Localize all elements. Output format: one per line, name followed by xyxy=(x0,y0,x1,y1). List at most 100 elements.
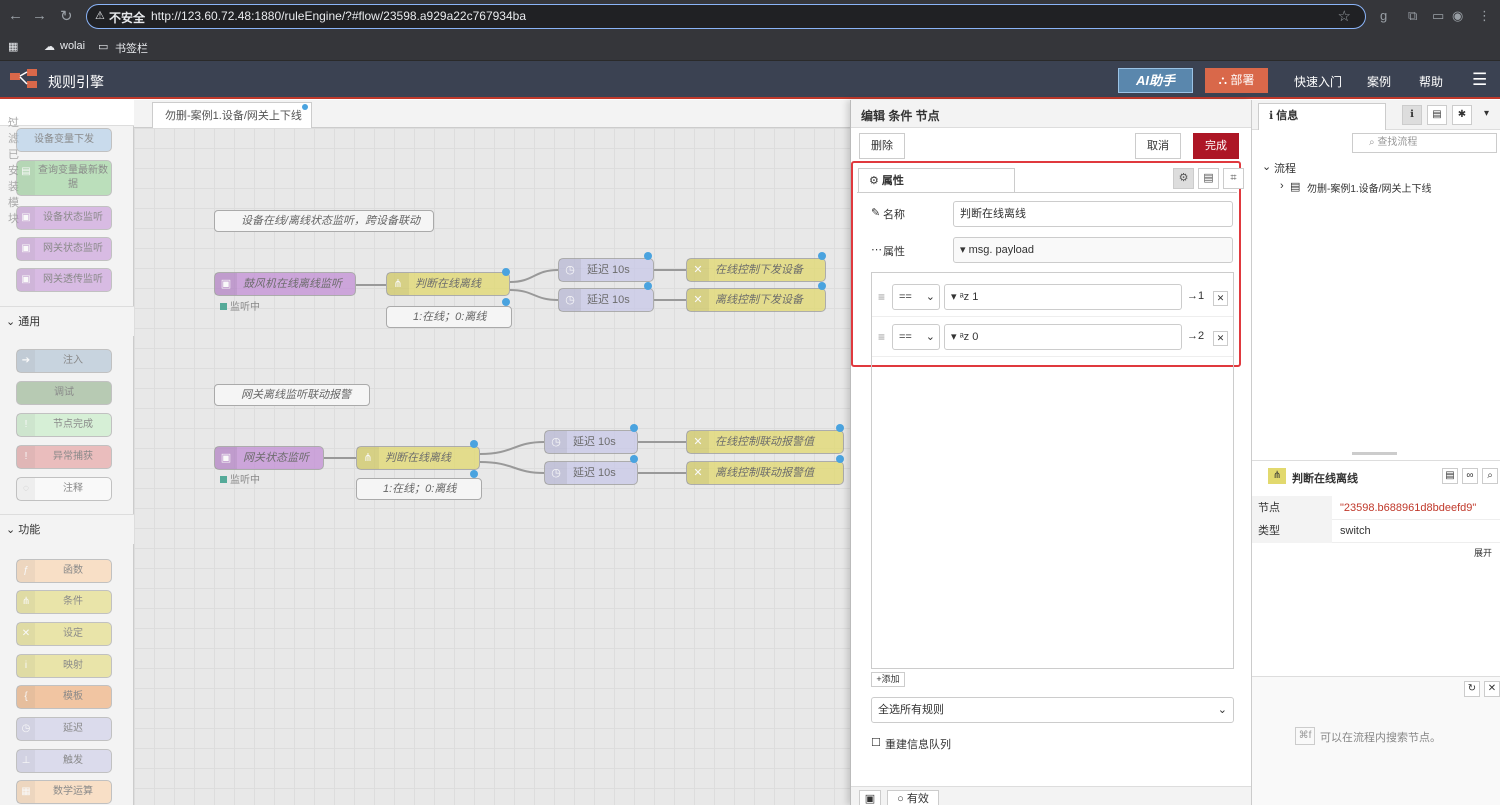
output-port[interactable] xyxy=(470,470,478,478)
comment-node-1[interactable]: 设备在线/离线状态监听，跨设备联动 xyxy=(214,210,434,232)
apps-icon[interactable]: ▦ xyxy=(8,41,19,53)
extension-g-icon[interactable]: g xyxy=(1380,8,1388,23)
tab-properties[interactable]: ⚙ 属性 xyxy=(858,168,1015,193)
rule-value-input[interactable]: ▾ ᵃz 1 xyxy=(944,284,1182,310)
reload-icon[interactable]: ↻ xyxy=(60,8,73,25)
expand-toggle[interactable]: 展开 xyxy=(1474,548,1493,558)
book-icon[interactable]: ▤ xyxy=(1427,105,1447,125)
palette-node-query-var[interactable]: ▤查询变量最新数据 xyxy=(16,160,112,196)
flow-canvas[interactable]: 设备在线/离线状态监听，跨设备联动 ▣鼓风机在线离线监听 监听中 ⋔判断在线离线… xyxy=(134,128,850,805)
address-bar[interactable]: ⚠ 不安全 http://123.60.72.48:1880/ruleEngin… xyxy=(86,4,1366,29)
output-port[interactable] xyxy=(630,455,638,463)
palette-node-math[interactable]: ▦数学运算 xyxy=(16,780,112,804)
window-icon[interactable]: ▭ xyxy=(1432,8,1445,23)
chevron-down-icon[interactable]: ⌄ xyxy=(1262,161,1272,173)
palette-node-complete[interactable]: !节点完成 xyxy=(16,413,112,437)
node-offline-control[interactable]: ✕离线控制下发设备 xyxy=(686,288,826,312)
drag-handle-icon[interactable]: ≡ xyxy=(878,290,886,304)
palette-node-change[interactable]: ✕设定 xyxy=(16,622,112,646)
comment-switch-note-1[interactable]: 1:在线；0:离线 xyxy=(386,306,512,328)
profile-icon[interactable]: ◉ xyxy=(1452,8,1464,23)
palette-node-comment[interactable]: ◌注释 xyxy=(16,477,112,501)
output-port[interactable] xyxy=(836,455,844,463)
property-input[interactable]: ▾ msg. payload xyxy=(953,237,1233,263)
tab-info[interactable]: ℹ 信息 xyxy=(1258,103,1386,130)
deploy-button[interactable]: ⛬ 部署 xyxy=(1205,68,1268,93)
output-port[interactable] xyxy=(502,298,510,306)
palette-category-common[interactable]: ⌄ 通用 xyxy=(0,306,134,336)
node-online-alarm[interactable]: ✕在线控制联动报警值 xyxy=(686,430,844,454)
output-port[interactable] xyxy=(630,424,638,432)
star-icon[interactable]: ☆ xyxy=(1337,8,1351,25)
delete-button[interactable]: 删除 xyxy=(859,133,905,159)
cancel-button[interactable]: 取消 xyxy=(1135,133,1181,159)
book-icon[interactable]: ▤ xyxy=(1442,468,1458,484)
palette-node-device-var-send[interactable]: 设备变量下发 xyxy=(16,128,112,152)
link-icon[interactable]: ∞ xyxy=(1462,468,1478,484)
output-port[interactable] xyxy=(818,282,826,290)
splitter-handle[interactable] xyxy=(1352,452,1397,455)
add-rule-button[interactable]: +添加 xyxy=(871,672,905,687)
drag-handle-icon[interactable]: ≡ xyxy=(878,330,886,344)
output-port[interactable] xyxy=(470,440,478,448)
chevron-right-icon[interactable]: › xyxy=(1280,180,1284,192)
palette-node-switch[interactable]: ⋔条件 xyxy=(16,590,112,614)
node-switch-online-2[interactable]: ⋔判断在线离线 xyxy=(356,446,480,470)
flow-tab[interactable]: 勿删-案例1.设备/网关上下线 xyxy=(152,102,312,128)
info-value[interactable]: "23598.b688961d8bdeefd9" xyxy=(1340,502,1477,514)
node-delay-2[interactable]: ◷延迟 10s xyxy=(558,288,654,312)
appearance-icon[interactable]: ⌗ xyxy=(1223,168,1244,189)
ai-assistant-button[interactable]: AI助手 xyxy=(1118,68,1193,93)
palette-node-catch[interactable]: !异常捕获 xyxy=(16,445,112,469)
name-input[interactable]: 判断在线离线 xyxy=(953,201,1233,227)
chevron-down-icon[interactable]: ▾ xyxy=(1484,108,1490,119)
output-port[interactable] xyxy=(818,252,826,260)
output-port[interactable] xyxy=(644,282,652,290)
output-port[interactable] xyxy=(644,252,652,260)
refresh-icon[interactable]: ↻ xyxy=(1464,681,1480,697)
palette-node-gateway-status[interactable]: ▣网关状态监听 xyxy=(16,237,112,261)
operator-select[interactable]: == ⌄ xyxy=(892,324,940,350)
palette-node-template[interactable]: {模板 xyxy=(16,685,112,709)
url-text[interactable]: http://123.60.72.48:1880/ruleEngine/?#fl… xyxy=(151,9,526,23)
flow-tree-item[interactable]: 勿删-案例1.设备/网关上下线 xyxy=(1307,184,1432,195)
node-offline-alarm[interactable]: ✕离线控制联动报警值 xyxy=(686,461,844,485)
cases-link[interactable]: 案例 xyxy=(1367,75,1392,89)
palette-node-debug[interactable]: 调试 xyxy=(16,381,112,405)
description-icon[interactable]: ▤ xyxy=(1198,168,1219,189)
checkbox-icon[interactable]: ☐ xyxy=(871,737,881,749)
bookmark-folder[interactable]: 书签栏 xyxy=(115,43,148,55)
hamburger-menu-icon[interactable]: ☰ xyxy=(1472,70,1488,89)
search-icon[interactable]: ⌕ xyxy=(1482,468,1498,484)
close-icon[interactable]: ✕ xyxy=(1484,681,1500,697)
node-delay-4[interactable]: ◷延迟 10s xyxy=(544,461,638,485)
palette-node-delay[interactable]: ◷延迟 xyxy=(16,717,112,741)
select-all-rules[interactable]: 全选所有规则⌄ xyxy=(871,697,1234,723)
back-icon[interactable]: ← xyxy=(8,7,23,24)
palette-category-function[interactable]: ⌄ 功能 xyxy=(0,514,134,544)
comment-node-2[interactable]: 网关离线监听联动报警 xyxy=(214,384,370,406)
output-port[interactable] xyxy=(836,424,844,432)
flow-workspace[interactable]: 勿删-案例1.设备/网关上下线 设备在线/离线状态监听，跨设备联动 ▣鼓风机在线… xyxy=(134,100,850,805)
palette-filter[interactable]: ⌕ 过滤已安装模块 xyxy=(0,100,134,225)
palette-node-device-status[interactable]: ▣设备状态监听 xyxy=(16,206,112,230)
rule-delete-icon[interactable]: ✕ xyxy=(1213,291,1228,306)
done-button[interactable]: 完成 xyxy=(1193,133,1239,159)
output-port[interactable] xyxy=(502,268,510,276)
node-delay-1[interactable]: ◷延迟 10s xyxy=(558,258,654,282)
operator-select[interactable]: == ⌄ xyxy=(892,284,940,310)
book-icon[interactable]: ▣ xyxy=(859,790,881,805)
flow-search-input[interactable]: ⌕ 查找流程 xyxy=(1352,133,1497,153)
comment-switch-note-2[interactable]: 1:在线；0:离线 xyxy=(356,478,482,500)
rule-value-input[interactable]: ▾ ᵃz 0 xyxy=(944,324,1182,350)
quickstart-link[interactable]: 快速入门 xyxy=(1294,75,1343,89)
node-switch-online-1[interactable]: ⋔判断在线离线 xyxy=(386,272,510,296)
settings-icon[interactable]: ⚙ xyxy=(1173,168,1194,189)
bookmark-wolai[interactable]: wolai xyxy=(60,40,86,52)
node-fan-listener[interactable]: ▣鼓风机在线离线监听 xyxy=(214,272,356,296)
puzzle-icon[interactable]: ⧉ xyxy=(1408,8,1418,23)
enabled-toggle[interactable]: ○ 有效 xyxy=(887,790,939,805)
forward-icon[interactable]: → xyxy=(32,7,47,24)
